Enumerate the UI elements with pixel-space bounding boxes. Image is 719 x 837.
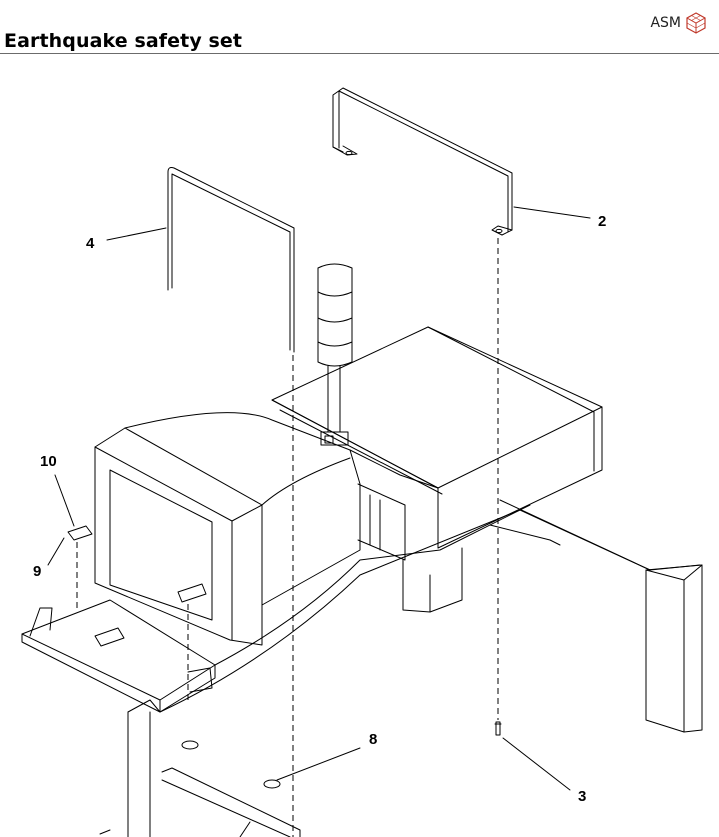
- callout-10: 10: [40, 453, 57, 470]
- rod-part-4: [167, 167, 295, 353]
- keyboard-tray: [21, 599, 216, 713]
- asm-cube-icon: [686, 12, 706, 34]
- desk-frame: [99, 499, 703, 837]
- bracket-part-2: [332, 87, 513, 236]
- signal-tower: [317, 263, 353, 446]
- leader-2: [513, 206, 591, 219]
- leader-3: [502, 737, 571, 791]
- exploded-view-drawing: 2 3 4 8 9 10: [21, 87, 703, 837]
- callout-8: 8: [369, 731, 377, 748]
- leader-8: [276, 747, 361, 781]
- leader-9: [47, 537, 65, 566]
- callout-2: 2: [598, 213, 606, 230]
- callout-3: 3: [578, 788, 586, 805]
- header-rule: [0, 53, 719, 54]
- callout-9: 9: [33, 563, 41, 580]
- leader-10: [54, 474, 75, 527]
- screw-part-3: [494, 721, 502, 736]
- pad-part-9: [67, 525, 93, 541]
- brand-logo: ASM: [650, 12, 707, 34]
- page-title: Earthquake safety set: [4, 30, 243, 52]
- brand-name: ASM: [650, 15, 681, 31]
- page-header: Earthquake safety set ASM: [0, 0, 719, 56]
- leader-4: [106, 227, 167, 241]
- callout-4: 4: [86, 235, 95, 252]
- cabinet: [271, 326, 603, 561]
- monitor: [94, 412, 361, 646]
